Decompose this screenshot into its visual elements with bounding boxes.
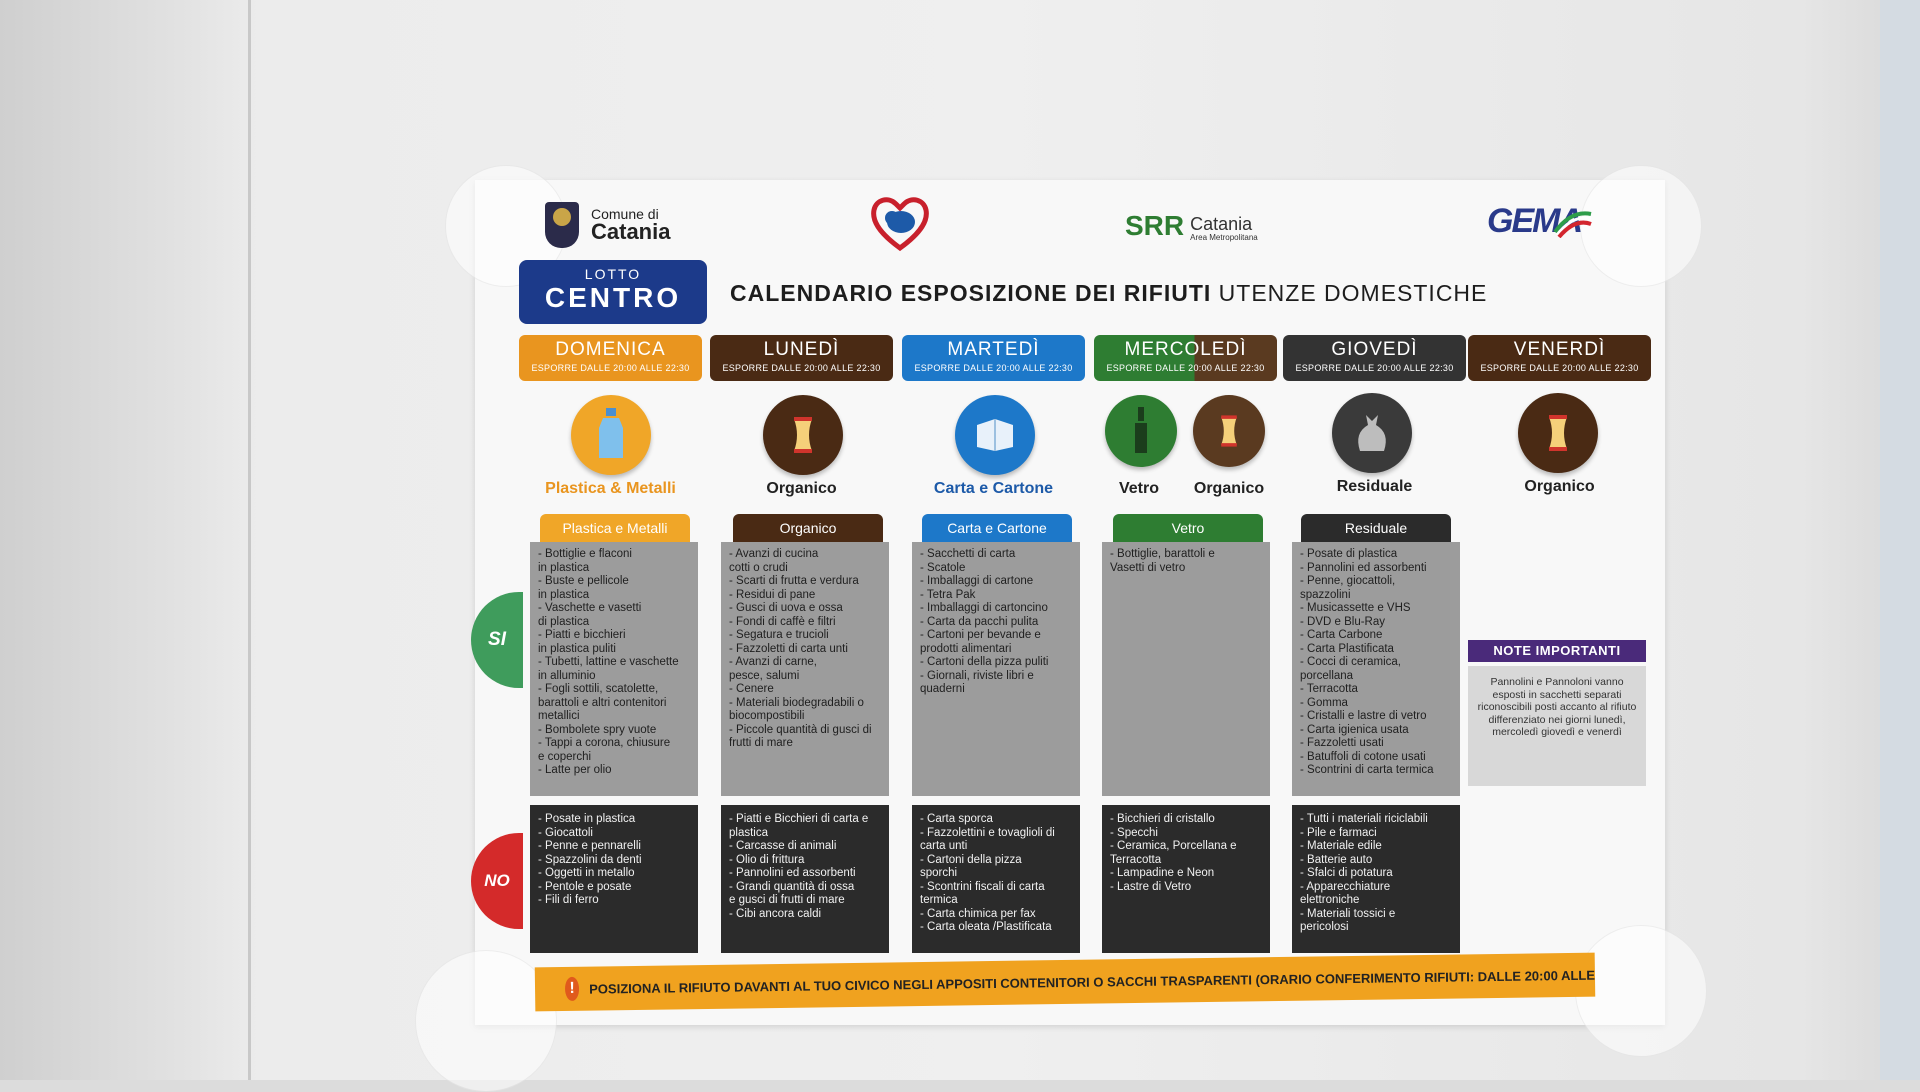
srr-area-label: Area Metropolitana [1190,233,1258,242]
list-text: - Bottiglie e flaconi in plastica - Bust… [538,548,679,776]
apple-core-icon [763,395,843,475]
list-text: - Tutti i materiali riciclabili - Pile e… [1300,813,1428,933]
list-text: - Bicchieri di cristallo - Specchi - Cer… [1110,813,1237,893]
list-text: - Posate in plastica - Giocattoli - Penn… [538,813,642,906]
day-name: MARTEDÌ [947,339,1040,360]
plastic-bottle-icon [571,395,651,475]
day-time: ESPORRE DALLE 20:00 ALLE 22:30 [1295,363,1454,373]
heart-elephant-logo-icon [871,197,929,252]
icon-label-organico: Organico [766,480,837,497]
list-text: - Piatti e Bicchieri di carta e plastica… [729,813,869,920]
catania-crest-icon [545,202,579,248]
tape-bottom-right [1575,925,1707,1057]
day-header-venerdi: VENERDÌ ESPORRE DALLE 20:00 ALLE 22:30 [1468,335,1651,381]
icon-label-plastica: Plastica & Metalli [545,480,676,497]
icon-label-organico-mercoledi: Organico [1193,480,1265,497]
waste-calendar-poster: Comune di Catania SRR Catania Area Metro… [415,165,1707,1092]
apple-core-icon [1193,395,1265,467]
italian-flag-swoosh-icon [1553,211,1592,238]
list-text: - Avanzi di cucina cotti o crudi - Scart… [729,548,872,749]
day-time: ESPORRE DALLE 20:00 ALLE 22:30 [531,363,690,373]
day-header-martedi: MARTEDÌ ESPORRE DALLE 20:00 ALLE 22:30 [902,335,1085,381]
glass-bottle-icon [1105,395,1177,467]
srr-label: SRR [1125,210,1185,241]
comune-label: Comune di [591,206,659,222]
day-header-giovedi: GIOVEDÌ ESPORRE DALLE 20:00 ALLE 22:30 [1283,335,1466,381]
day-header-lunedi: LUNEDÌ ESPORRE DALLE 20:00 ALLE 22:30 [710,335,893,381]
day-name: MERCOLEDÌ [1124,339,1247,360]
day-name: LUNEDÌ [763,339,840,360]
note-text: Pannolini e Pannoloni vanno esposti in s… [1468,666,1646,786]
day-name: GIOVEDÌ [1331,339,1418,360]
open-box-icon [955,395,1035,475]
warning-icon: ! [564,976,580,1001]
list-text: - Bottiglie, barattoli e Vasetti di vetr… [1110,548,1215,574]
srr-city-label: Catania [1190,214,1253,234]
tab-residuale: Residuale [1301,514,1451,542]
day-time: ESPORRE DALLE 20:00 ALLE 22:30 [1480,363,1639,373]
list-text: - Carta sporca - Fazzolettini e tovaglio… [920,813,1055,933]
day-time: ESPORRE DALLE 20:00 ALLE 22:30 [722,363,881,373]
list-text: - Sacchetti di carta - Scatole - Imballa… [920,548,1049,695]
catania-label: Catania [591,219,671,244]
door-frame [1880,0,1920,1080]
footer-text: POSIZIONA IL RIFIUTO DAVANTI AL TUO CIVI… [589,967,1596,997]
no-list-plastica: - Posate in plastica - Giocattoli - Penn… [530,805,698,953]
title-bold: CALENDARIO ESPOSIZIONE DEI RIFIUTI [730,280,1212,306]
day-time: ESPORRE DALLE 20:00 ALLE 22:30 [1106,363,1265,373]
title-normal: UTENZE DOMESTICHE [1218,280,1488,306]
yes-list-organico: - Avanzi di cucina cotti o crudi - Scart… [721,542,889,796]
yes-list-residuale: - Posate di plastica - Pannolini ed asso… [1292,542,1460,796]
tab-organico: Organico [733,514,883,542]
day-name: DOMENICA [555,339,666,360]
day-header-domenica: DOMENICA ESPORRE DALLE 20:00 ALLE 22:30 [519,335,702,381]
day-header-mercoledi: MERCOLEDÌ ESPORRE DALLE 20:00 ALLE 22:30 [1094,335,1277,381]
trash-bag-icon [1332,393,1412,473]
icon-label-carta: Carta e Cartone [933,480,1054,497]
lotto-name: CENTRO [544,282,682,313]
tab-carta: Carta e Cartone [922,514,1072,542]
no-tab: NO [471,833,523,929]
icon-label-organico-venerdi: Organico [1524,478,1595,495]
wall-corner [248,0,251,1080]
note-title: NOTE IMPORTANTI [1468,640,1646,662]
day-name: VENERDÌ [1513,339,1606,360]
tab-plastica: Plastica e Metalli [540,514,690,542]
yes-list-carta: - Sacchetti di carta - Scatole - Imballa… [912,542,1080,796]
footer-banner: ! POSIZIONA IL RIFIUTO DAVANTI AL TUO CI… [534,952,1596,1012]
lotto-label: LOTTO [584,266,642,282]
si-tab: SI [471,592,523,688]
yes-list-plastica: - Bottiglie e flaconi in plastica - Bust… [530,542,698,796]
no-list-residuale: - Tutti i materiali riciclabili - Pile e… [1292,805,1460,953]
lotto-badge: LOTTO CENTRO [519,260,707,324]
no-list-carta: - Carta sporca - Fazzolettini e tovaglio… [912,805,1080,953]
apple-core-icon [1518,393,1598,473]
comune-catania-logo: Comune di Catania [545,202,670,248]
day-time: ESPORRE DALLE 20:00 ALLE 22:30 [914,363,1073,373]
icon-label-residuale: Residuale [1336,478,1413,495]
list-text: - Posate di plastica - Pannolini ed asso… [1300,548,1434,776]
icon-label-vetro: Vetro [1118,480,1159,497]
no-list-vetro: - Bicchieri di cristallo - Specchi - Cer… [1102,805,1270,953]
poster-title: CALENDARIO ESPOSIZIONE DEI RIFIUTI UTENZ… [730,280,1487,307]
no-list-organico: - Piatti e Bicchieri di carta e plastica… [721,805,889,953]
tape-top-right [1580,165,1702,287]
yes-list-vetro: - Bottiglie, barattoli e Vasetti di vetr… [1102,542,1270,796]
gema-logo: GEMA [1487,202,1597,254]
tab-vetro: Vetro [1113,514,1263,542]
srr-catania-logo: SRR Catania Area Metropolitana [1125,210,1258,242]
